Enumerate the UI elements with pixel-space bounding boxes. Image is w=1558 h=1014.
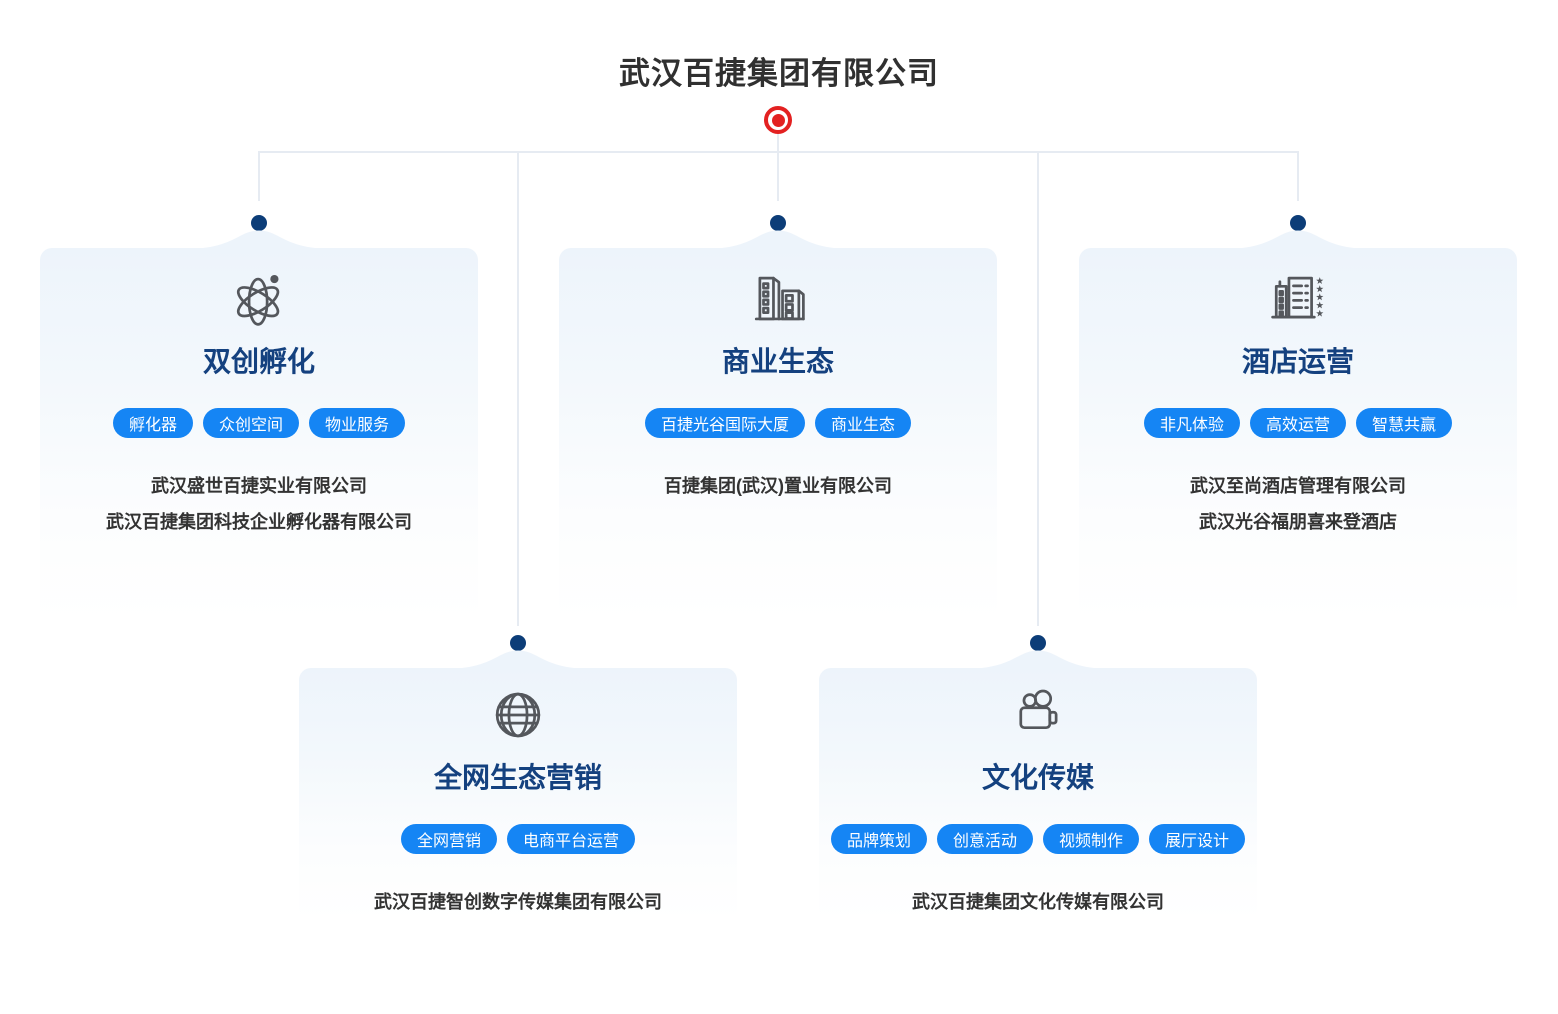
company-name: 武汉百捷智创数字传媒集团有限公司 <box>374 892 662 912</box>
company-name: 武汉光谷福朋喜来登酒店 <box>1199 512 1397 532</box>
tag-pill: 众创空间 <box>202 408 299 438</box>
tag-pill: 孵化器 <box>112 408 193 438</box>
card-title: 双创孵化 <box>202 346 315 377</box>
connector-stub-business <box>777 153 779 201</box>
company-name: 百捷集团(武汉)置业有限公司 <box>664 476 892 496</box>
video-camera-icon <box>1019 689 1058 730</box>
root-node-marker <box>764 106 792 134</box>
card-notch <box>1223 230 1373 249</box>
company-list: 百捷集团(武汉)置业有限公司 <box>664 468 892 504</box>
atom-icon <box>236 274 280 326</box>
tag-pill: 非凡体验 <box>1143 408 1240 438</box>
tag-pill: 创意活动 <box>936 824 1033 854</box>
company-list: 武汉百捷集团文化传媒有限公司 <box>912 884 1164 920</box>
tag-pill: 视频制作 <box>1043 824 1140 854</box>
hotel-icon <box>1271 275 1325 319</box>
tag-pill: 物业服务 <box>309 408 406 438</box>
connector-stub-incubation <box>258 153 260 201</box>
branch-dot-hotel <box>1290 215 1306 231</box>
company-name: 武汉盛世百捷实业有限公司 <box>151 476 367 496</box>
tag-pill: 电商平台运营 <box>507 824 636 854</box>
card-business: 商业生态 百捷光谷国际大厦 商业生态 百捷集团(武汉)置业有限公司 <box>559 230 997 622</box>
card-title: 文化传媒 <box>981 762 1094 793</box>
branch-dot-business <box>770 215 786 231</box>
card-hotel: 酒店运营 非凡体验 高效运营 智慧共赢 武汉至尚酒店管理有限公司 武汉光谷福朋喜… <box>1079 230 1517 622</box>
company-name: 武汉至尚酒店管理有限公司 <box>1190 476 1406 496</box>
tag-pill: 百捷光谷国际大厦 <box>644 408 805 438</box>
branch-dot-marketing <box>510 635 526 651</box>
card-title: 酒店运营 <box>1241 346 1354 377</box>
connector-drop-marketing <box>517 153 519 626</box>
card-title: 商业生态 <box>721 346 834 377</box>
tag-pill: 品牌策划 <box>830 824 927 854</box>
company-name: 武汉百捷集团文化传媒有限公司 <box>912 892 1164 912</box>
card-marketing: 全网生态营销 全网营销 电商平台运营 武汉百捷智创数字传媒集团有限公司 <box>299 650 737 922</box>
globe-icon <box>495 692 541 738</box>
tag-list: 品牌策划 创意活动 视频制作 展厅设计 <box>830 824 1246 854</box>
root-node-core <box>771 113 785 127</box>
tag-pill: 展厅设计 <box>1149 824 1246 854</box>
card-media: 文化传媒 品牌策划 创意活动 视频制作 展厅设计 武汉百捷集团文化传媒有限公司 <box>819 650 1257 922</box>
tag-list: 百捷光谷国际大厦 商业生态 <box>644 408 912 438</box>
company-list: 武汉至尚酒店管理有限公司 武汉光谷福朋喜来登酒店 <box>1190 468 1406 540</box>
branch-dot-media <box>1030 635 1046 651</box>
page-title: 武汉百捷集团有限公司 <box>619 56 939 91</box>
branch-dot-incubation <box>251 215 267 231</box>
company-name: 武汉百捷集团科技企业孵化器有限公司 <box>106 512 412 532</box>
tag-pill: 高效运营 <box>1249 408 1346 438</box>
tag-list: 全网营销 电商平台运营 <box>400 824 636 854</box>
tag-pill: 商业生态 <box>815 408 912 438</box>
card-notch <box>963 650 1113 669</box>
tag-list: 非凡体验 高效运营 智慧共赢 <box>1143 408 1453 438</box>
card-notch <box>184 230 334 249</box>
connector-drop-media <box>1037 153 1039 626</box>
company-list: 武汉盛世百捷实业有限公司 武汉百捷集团科技企业孵化器有限公司 <box>106 468 412 540</box>
connector-root-drop <box>777 134 779 152</box>
tag-pill: 全网营销 <box>400 824 497 854</box>
company-list: 武汉百捷智创数字传媒集团有限公司 <box>374 884 662 920</box>
card-notch <box>703 230 853 249</box>
connector-horizontal <box>258 151 1299 153</box>
card-title: 全网生态营销 <box>433 762 602 793</box>
card-incubation: 双创孵化 孵化器 众创空间 物业服务 武汉盛世百捷实业有限公司 武汉百捷集团科技… <box>40 230 478 622</box>
connector-stub-hotel <box>1297 153 1299 201</box>
tag-list: 孵化器 众创空间 物业服务 <box>112 408 406 438</box>
buildings-icon <box>754 276 805 321</box>
card-notch <box>443 650 593 669</box>
tag-pill: 智慧共赢 <box>1356 408 1453 438</box>
